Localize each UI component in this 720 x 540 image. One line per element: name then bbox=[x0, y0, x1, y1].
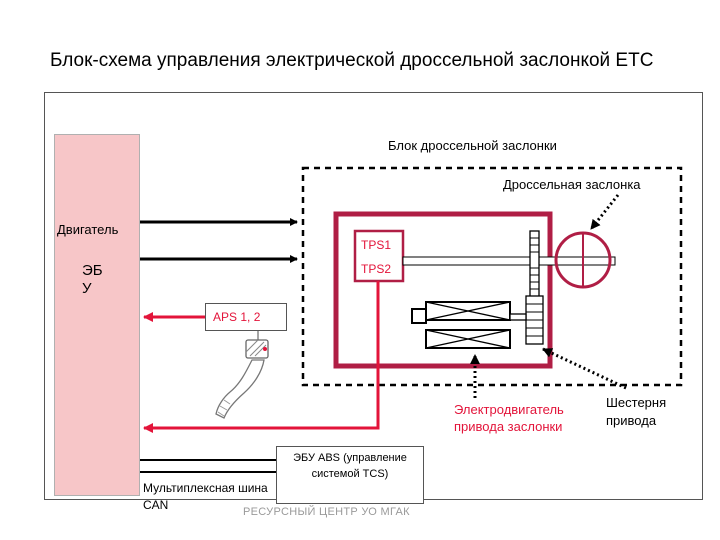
ecu-block bbox=[54, 134, 140, 496]
throttle-shaft bbox=[402, 256, 616, 266]
tps1-label: TPS1 bbox=[361, 238, 392, 252]
leader-throttle-valve bbox=[589, 194, 620, 230]
gear-rack-icon bbox=[525, 230, 544, 345]
throttle-block-outline bbox=[301, 166, 683, 387]
aps-box bbox=[205, 303, 287, 331]
gear-label: Шестерня привода bbox=[606, 395, 667, 428]
can-bus-label: Мультиплексная шина CAN bbox=[143, 481, 268, 512]
tps-box bbox=[353, 229, 405, 283]
tps2-label: TPS2 bbox=[361, 262, 392, 276]
motor-module-box bbox=[333, 211, 553, 369]
throttle-block-label: Блок дроссельной заслонки bbox=[388, 138, 557, 153]
arrow-tps-to-ecu bbox=[143, 281, 380, 433]
engine-label: Двигатель bbox=[57, 222, 119, 237]
leader-gear bbox=[542, 347, 627, 390]
ecu-label: ЭБУ bbox=[82, 262, 103, 297]
aps-label: APS 1, 2 bbox=[213, 310, 261, 324]
abs-ecu-label: ЭБУ ABS (управление системой TCS) bbox=[293, 452, 407, 480]
accelerator-pedal-icon bbox=[215, 331, 269, 419]
footer-text: РЕСУРСНЫЙ ЦЕНТР УО МГАК bbox=[243, 506, 410, 518]
throttle-valve-icon bbox=[554, 231, 612, 289]
motor-coil-icon bbox=[411, 301, 527, 349]
throttle-valve-label: Дроссельная заслонка bbox=[503, 177, 641, 192]
motor-label: Электродвигатель привода заслонки bbox=[454, 402, 564, 434]
diagram-title: Блок-схема управления электрической дрос… bbox=[50, 50, 654, 71]
abs-ecu-box bbox=[276, 446, 424, 504]
